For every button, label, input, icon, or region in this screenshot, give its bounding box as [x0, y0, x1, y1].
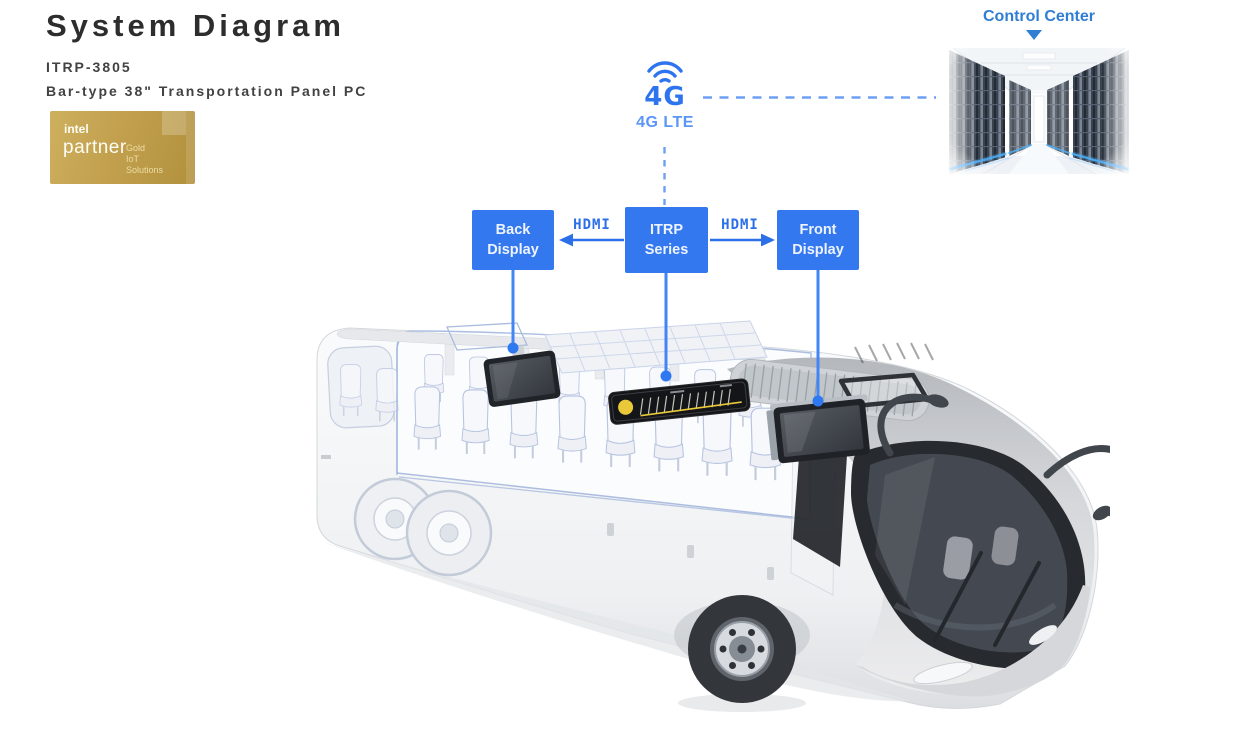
intel-logo: intel [64, 122, 89, 136]
down-arrow-icon [1026, 30, 1042, 40]
back-display-screen [483, 345, 561, 407]
rear-wheels [353, 477, 493, 577]
intel-partner-badge: intel partner Gold IoT Solutions [50, 111, 195, 184]
side-mirrors [877, 393, 1110, 521]
intel-segment: IoT [126, 154, 140, 164]
control-center-label: Control Center [983, 8, 1095, 25]
hdmi-link-left-label: HDMI [573, 217, 611, 233]
front-wheel [674, 595, 810, 712]
roof-luggage-rack [544, 320, 768, 374]
hdmi-arrow-right-icon [710, 233, 775, 247]
node-itrp-series: ITRP Series [625, 207, 708, 273]
rear-roof-hatch [446, 322, 528, 351]
front-display-screen [766, 394, 870, 464]
bus-illustration [316, 320, 1110, 712]
intel-tier: Gold [126, 143, 146, 153]
node-label: Front Display [792, 222, 844, 258]
front-bumper [855, 585, 1090, 697]
node-back-display: Back Display [472, 210, 554, 270]
intel-suffix: Solutions [126, 165, 164, 175]
product-name: Bar-type 38" Transportation Panel PC [46, 83, 368, 99]
node-label: Back Display [487, 222, 539, 258]
headlight-right [1029, 625, 1057, 645]
hdmi-link-right-label: HDMI [721, 217, 759, 233]
intel-partner-label: partner [63, 137, 127, 158]
model-number: ITRP-3805 [46, 59, 132, 75]
hdmi-arrow-left-icon [559, 233, 624, 247]
bar-display-screen [608, 378, 751, 425]
badge-edge-highlight [186, 111, 195, 184]
network-4g-node: 4G 4G LTE [620, 55, 710, 132]
intel-tier-block: Gold IoT Solutions [126, 143, 163, 176]
windshield [851, 440, 1086, 669]
driver-side-window [793, 443, 847, 567]
badge-corner-highlight [162, 111, 186, 135]
network-4g-badge: 4G [644, 82, 686, 112]
server-room-image [943, 42, 1135, 179]
headlight-left [913, 661, 973, 685]
roof-vent-grille [854, 342, 934, 364]
wifi-signal-icon [647, 61, 683, 83]
node-label: ITRP Series [644, 222, 689, 258]
node-front-display: Front Display [777, 210, 859, 270]
body-trim-details [607, 523, 774, 580]
network-4g-label: 4G LTE [636, 114, 694, 131]
windshield-wipers [933, 551, 1041, 647]
page-title: System Diagram [46, 8, 345, 43]
